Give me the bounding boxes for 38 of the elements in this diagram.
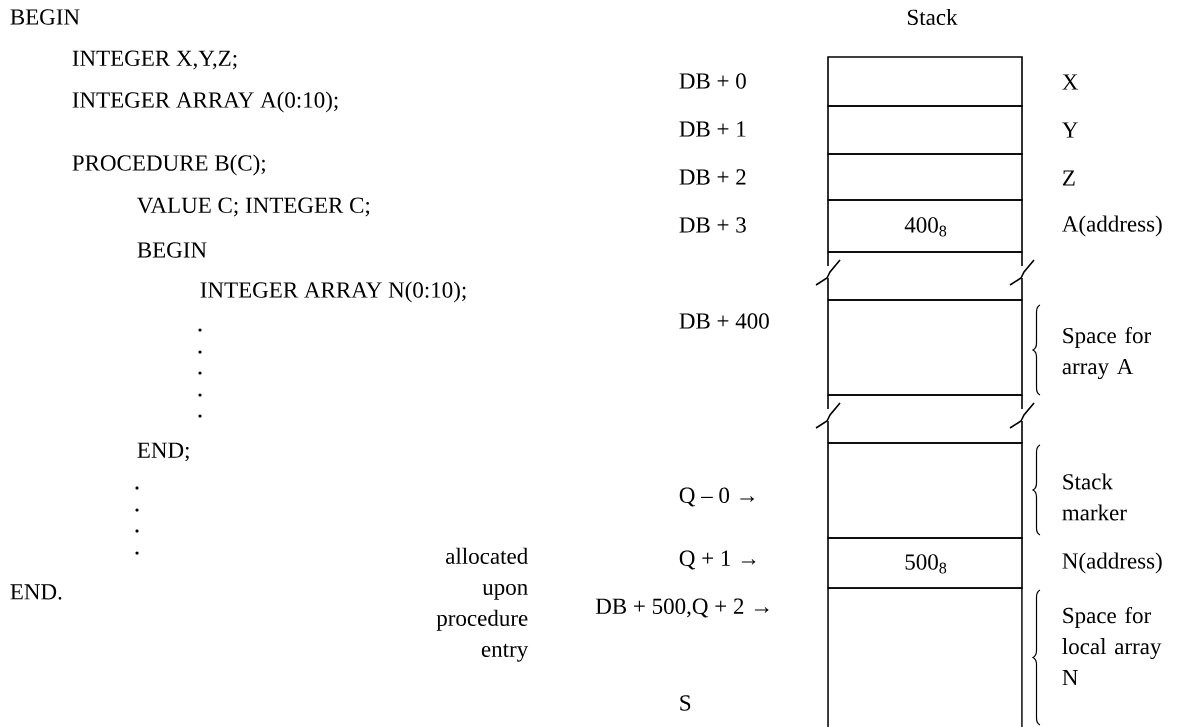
code-line: VALUE C; INTEGER C; bbox=[137, 197, 370, 217]
code-line: PROCEDURE B(C); bbox=[72, 154, 265, 176]
code-line: INTEGER ARRAY N(0:10); bbox=[200, 281, 466, 303]
stack-cell: 400$_{8}$ bbox=[827, 199, 1023, 253]
offset-label: DB + 1 bbox=[679, 121, 746, 137]
offset-label: Q + 1 → bbox=[679, 550, 756, 570]
note-text: allocated upon procedure entry bbox=[436, 547, 529, 662]
offset-label: DB + 3 bbox=[679, 217, 746, 233]
cell-label: A(address) bbox=[1062, 215, 1162, 237]
code-line: INTEGER X,Y,Z; bbox=[72, 50, 237, 70]
code-line: BEGIN bbox=[137, 242, 207, 258]
stack-cell bbox=[827, 56, 1023, 107]
offset-label: DB + 0 bbox=[679, 73, 746, 89]
code-line: INTEGER ARRAY A(0:10); bbox=[72, 91, 338, 113]
cell-label: Space for local array N bbox=[1062, 606, 1162, 686]
offset-label: S bbox=[680, 695, 691, 711]
cell-label: Stack marker bbox=[1062, 473, 1127, 521]
code-line: END. bbox=[10, 584, 62, 600]
code-line: BEGIN bbox=[10, 9, 80, 25]
cell-label: Y bbox=[1062, 122, 1078, 138]
offset-label: DB + 400 bbox=[679, 313, 769, 329]
stack-cell: 500$_{8}$ bbox=[827, 537, 1023, 589]
code-line: END; bbox=[137, 442, 189, 462]
stack-cell bbox=[827, 153, 1023, 201]
stack-cell bbox=[827, 299, 1023, 396]
stack-break bbox=[815, 394, 1035, 444]
stack-cell bbox=[827, 442, 1023, 539]
stack-cell bbox=[827, 105, 1023, 155]
stack-cell bbox=[827, 587, 1023, 727]
cell-label: X bbox=[1062, 74, 1078, 90]
offset-label: Q – 0 → bbox=[679, 487, 754, 507]
offset-label: DB + 2 bbox=[679, 169, 746, 185]
cell-label: Space for array A bbox=[1062, 326, 1151, 380]
stack-title: Stack bbox=[908, 8, 958, 26]
cell-label: Z bbox=[1062, 170, 1075, 186]
cell-label: N(address) bbox=[1062, 552, 1162, 574]
stack-break bbox=[815, 251, 1035, 301]
offset-label: DB + 500,Q + 2 → bbox=[595, 598, 769, 618]
